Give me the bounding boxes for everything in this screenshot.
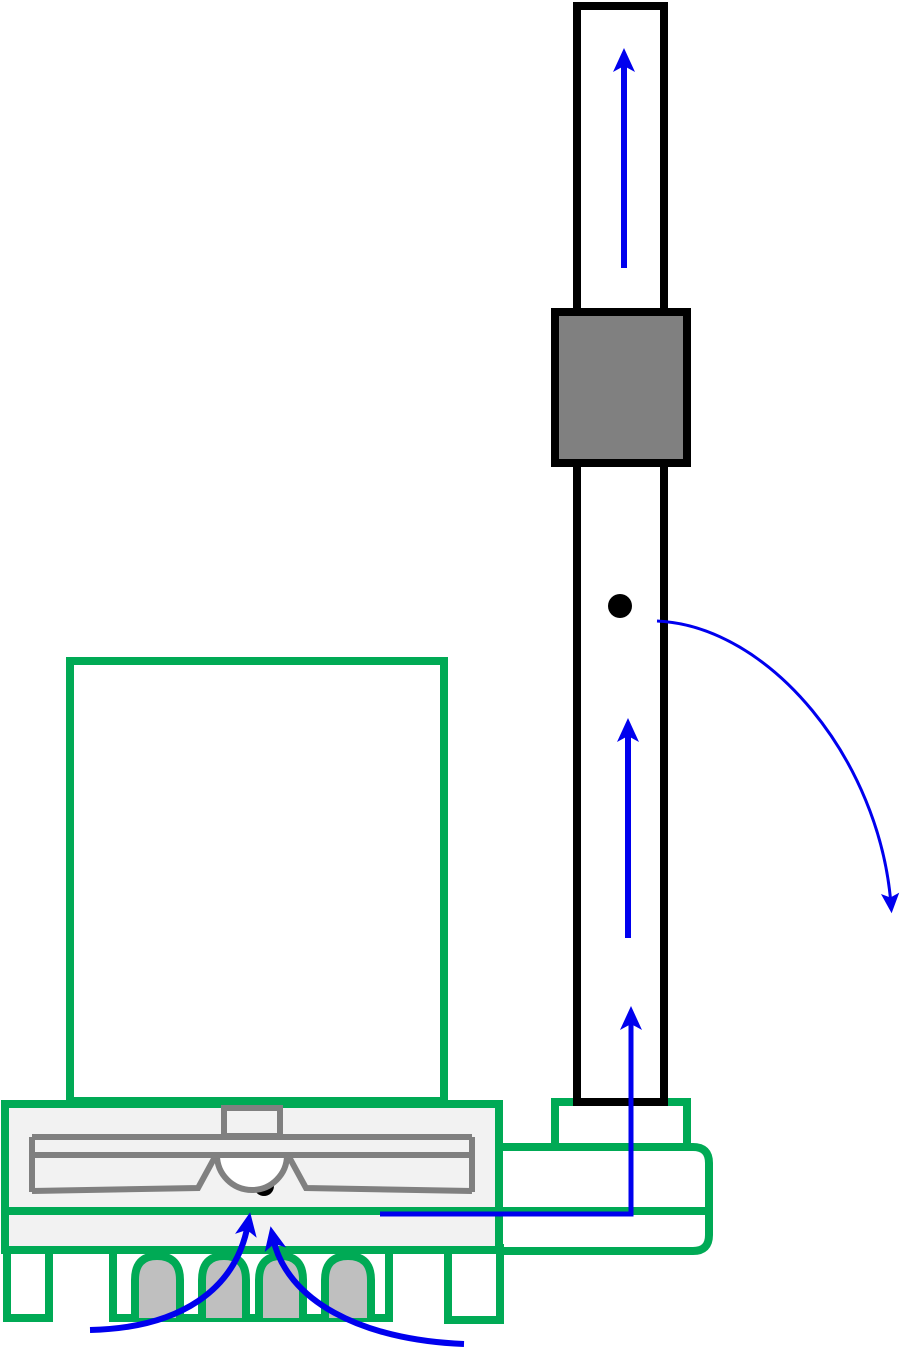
duct-connector-outline	[499, 1143, 713, 1255]
duct-connector	[499, 1098, 713, 1255]
blower-wing-left	[31, 1153, 219, 1194]
blower-mechanism	[29, 1105, 475, 1194]
inline-fan-block	[551, 308, 691, 467]
chimney-pipe-lower	[573, 458, 668, 1106]
base-legs	[3, 1244, 504, 1324]
blower-top-block	[221, 1105, 283, 1139]
blower-impeller	[213, 1152, 291, 1193]
exhaust-side-curve	[656, 619, 900, 914]
base-leg-left	[3, 1244, 53, 1322]
pipe-upflow-bottom	[380, 1006, 642, 1217]
foot-4	[321, 1251, 375, 1318]
pipe-port-dot	[608, 594, 632, 618]
base-leg-right	[444, 1244, 504, 1324]
intake-left-curve	[89, 1212, 257, 1333]
flow-arrows	[89, 48, 900, 1347]
chimney-pipe-upper	[573, 2, 668, 320]
intake-right-curve	[264, 1226, 465, 1347]
cabinet-body	[66, 657, 448, 1105]
base-feet	[131, 1251, 375, 1318]
blower-wing-right	[285, 1153, 473, 1194]
pipe-collar	[551, 1098, 691, 1145]
foot-1	[131, 1251, 184, 1318]
foot-2	[198, 1251, 250, 1318]
